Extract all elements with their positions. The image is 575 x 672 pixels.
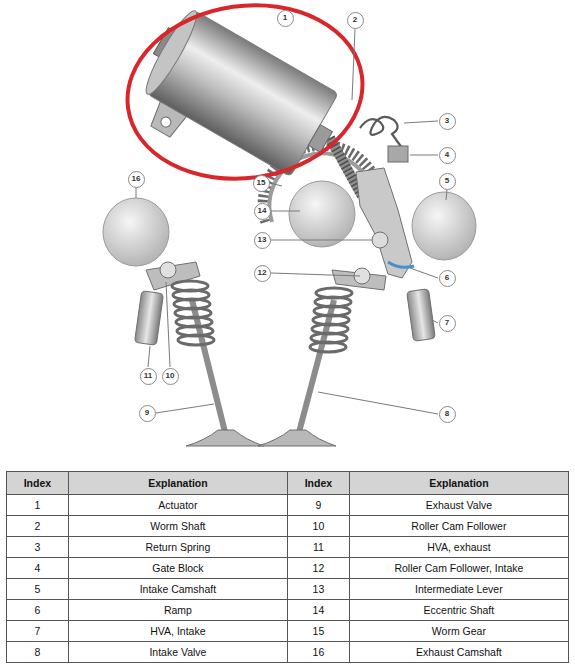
- table-row: 8Intake Valve16Exhaust Camshaft: [7, 642, 569, 663]
- return-spring: [360, 117, 402, 148]
- intake-valve-stem: [298, 300, 334, 436]
- intermediate-lever: [356, 168, 412, 278]
- table-row: 3Return Spring11HVA, exhaust: [7, 537, 569, 558]
- table-cell: Explanation: [349, 472, 568, 495]
- eccentric-shaft: [289, 181, 355, 247]
- callout-circle: 6: [439, 270, 456, 287]
- callout-circle: 7: [439, 315, 456, 332]
- table-cell: HVA, Intake: [68, 621, 287, 642]
- table-cell: 5: [7, 579, 69, 600]
- table-cell: 4: [7, 558, 69, 579]
- intake-valve-spring: [310, 288, 352, 352]
- callout-circle: 15: [253, 175, 270, 192]
- actuator: [121, 3, 350, 206]
- hva-intake: [407, 289, 436, 342]
- table-cell: Ramp: [68, 600, 287, 621]
- callout-circle: 9: [139, 405, 156, 422]
- table-cell: Actuator: [68, 495, 287, 516]
- callout-circle: 14: [254, 203, 271, 220]
- table-cell: 13: [287, 579, 349, 600]
- callout-number: 12: [258, 269, 267, 277]
- highlight-ellipse: [116, 0, 374, 194]
- table-cell: 1: [7, 495, 69, 516]
- table-cell: Worm Gear: [349, 621, 568, 642]
- callout-number: 16: [132, 175, 141, 183]
- table-cell: Explanation: [68, 472, 287, 495]
- callout-number: 9: [145, 409, 149, 417]
- exhaust-valve-head: [186, 430, 264, 446]
- table-cell: Intermediate Lever: [349, 579, 568, 600]
- table-cell: 8: [7, 642, 69, 663]
- table-cell: 7: [7, 621, 69, 642]
- table-cell: Exhaust Camshaft: [349, 642, 568, 663]
- table-cell: 3: [7, 537, 69, 558]
- callout-circle: 1: [277, 10, 294, 27]
- callout-number: 2: [353, 16, 357, 24]
- callout-circle: 13: [254, 232, 271, 249]
- table-cell: 9: [287, 495, 349, 516]
- callout-number: 4: [445, 151, 449, 159]
- callout-circle: 4: [439, 147, 456, 164]
- hva-exhaust: [134, 291, 163, 346]
- table-cell: Eccentric Shaft: [349, 600, 568, 621]
- table-cell: Index: [7, 472, 69, 495]
- table-cell: Exhaust Valve: [349, 495, 568, 516]
- parts-table: IndexExplanationIndexExplanation1Actuato…: [6, 471, 569, 663]
- callout-number: 8: [445, 410, 449, 418]
- leader-lines: [136, 29, 447, 414]
- worm-shaft: [330, 138, 362, 196]
- table-row: 1Actuator9Exhaust Valve: [7, 495, 569, 516]
- table-cell: 16: [287, 642, 349, 663]
- gate-block: [388, 146, 408, 162]
- table-cell: 6: [7, 600, 69, 621]
- callout-number: 7: [445, 319, 449, 327]
- table-cell: HVA, exhaust: [349, 537, 568, 558]
- table-cell: Intake Camshaft: [68, 579, 287, 600]
- table-row: 6Ramp14Eccentric Shaft: [7, 600, 569, 621]
- callout-number: 10: [166, 372, 175, 380]
- callout-number: 15: [257, 179, 266, 187]
- callout-circle: 11: [140, 368, 157, 385]
- table-cell: Roller Cam Follower, Intake: [349, 558, 568, 579]
- callout-number: 14: [258, 207, 267, 215]
- table-cell: Roller Cam Follower: [349, 516, 568, 537]
- callout-circle: 2: [347, 12, 364, 29]
- worm-shaft-thread: [330, 138, 362, 196]
- table-cell: 12: [287, 558, 349, 579]
- table-row: 2Worm Shaft10Roller Cam Follower: [7, 516, 569, 537]
- callout-circle: 8: [439, 406, 456, 423]
- callout-circle: 10: [162, 368, 179, 385]
- table-cell: Gate Block: [68, 558, 287, 579]
- ramp: [388, 262, 414, 267]
- table-cell: Return Spring: [68, 537, 287, 558]
- table-cell: 14: [287, 600, 349, 621]
- callout-number: 1: [283, 14, 287, 22]
- callout-circle: 12: [254, 265, 271, 282]
- table-cell: 11: [287, 537, 349, 558]
- table-cell: Index: [287, 472, 349, 495]
- callout-circle: 5: [439, 173, 456, 190]
- lever-roller: [372, 232, 388, 248]
- callout-number: 11: [144, 372, 152, 380]
- table-row: 5Intake Camshaft13Intermediate Lever: [7, 579, 569, 600]
- callout-circle: 3: [439, 113, 456, 130]
- exhaust-camshaft: [103, 198, 169, 266]
- callout-number: 6: [445, 274, 449, 282]
- intake-camshaft: [412, 192, 476, 260]
- callout-number: 3: [445, 117, 449, 125]
- exhaust-valve-spring: [172, 281, 214, 345]
- follower-roller: [160, 262, 176, 278]
- table-cell: 10: [287, 516, 349, 537]
- table-cell: 2: [7, 516, 69, 537]
- callout-number: 13: [258, 236, 267, 244]
- table-row: 4Gate Block12Roller Cam Follower, Intake: [7, 558, 569, 579]
- table-cell: Worm Shaft: [68, 516, 287, 537]
- table-header-row: IndexExplanationIndexExplanation: [7, 472, 569, 495]
- callout-circle: 16: [128, 171, 145, 188]
- callout-number: 5: [445, 177, 449, 185]
- intake-valve-head: [258, 430, 336, 446]
- table-row: 7HVA, Intake15Worm Gear: [7, 621, 569, 642]
- table-cell: 15: [287, 621, 349, 642]
- table-cell: Intake Valve: [68, 642, 287, 663]
